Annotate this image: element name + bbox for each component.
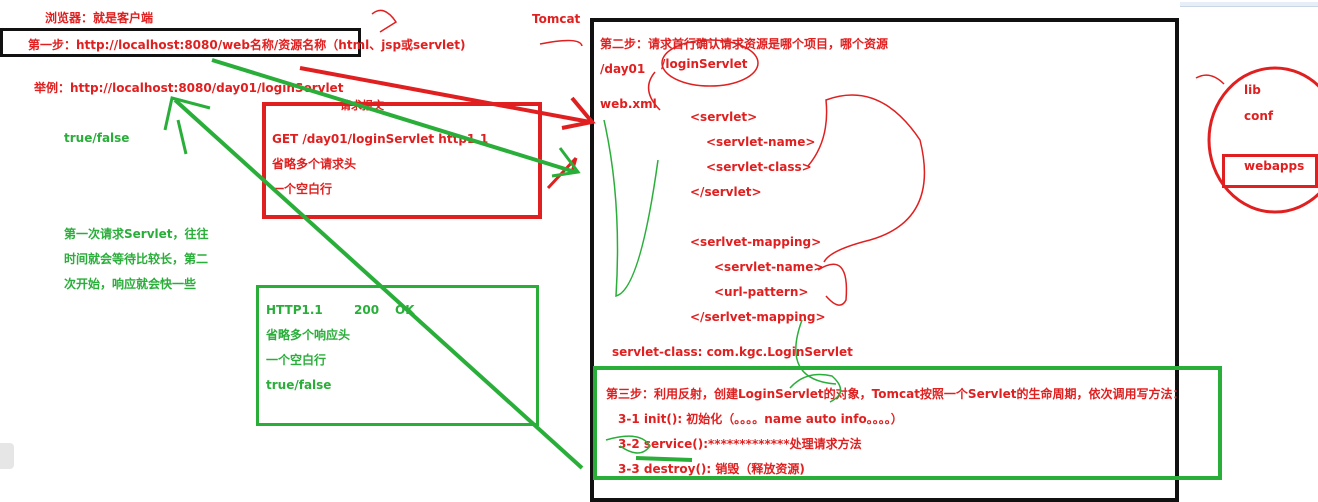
example-url: 举例：http://localhost:8080/day01/loginServ… xyxy=(34,81,344,95)
servlet-class-value: servlet-class: com.kgc.LoginServlet xyxy=(612,345,853,359)
xml-mapping-close: </serlvet-mapping> xyxy=(690,310,826,324)
response-headers: 省略多个响应头 xyxy=(266,328,351,342)
window-top-edge xyxy=(1180,2,1318,7)
browser-label: 浏览器：就是客户端 xyxy=(45,11,154,25)
response-box xyxy=(256,285,539,426)
response-blank-line: 一个空白行 xyxy=(266,353,327,367)
url-to-server-head xyxy=(551,147,581,178)
webxml-label: web.xml xyxy=(600,97,657,111)
mapping-loop xyxy=(807,94,926,263)
step1-box xyxy=(0,28,361,57)
dir-webapps: webapps xyxy=(1244,159,1305,173)
service-underline xyxy=(635,456,693,462)
true-false-arrow xyxy=(176,119,188,155)
path-project: /day01 xyxy=(600,62,646,76)
xml-servlet-name: <servlet-name> xyxy=(706,135,816,149)
response-code: 200 xyxy=(354,303,380,317)
resource-circle xyxy=(661,39,759,87)
note-line-3: 次开始，响应就会快一些 xyxy=(64,277,197,291)
dir-squiggle xyxy=(1195,74,1225,85)
project-link xyxy=(647,71,661,111)
step3-title: 第三步：利用反射，创建LoginServlet的对象，Tomcat按照一个Ser… xyxy=(606,387,1185,401)
dir-conf: conf xyxy=(1244,109,1274,123)
true-false-label: true/false xyxy=(64,131,130,145)
response-protocol: HTTP1.1 xyxy=(266,303,323,317)
tomcat-dirs-circle xyxy=(1207,66,1318,214)
webapps-box xyxy=(1222,154,1318,188)
mapping-mark xyxy=(795,319,837,385)
step2-text: 第二步：请求首行确认请求资源是哪个项目，哪个资源 xyxy=(600,37,889,51)
xml-servlet-open: <servlet> xyxy=(690,110,758,124)
xml-servlet-class: <servlet-class> xyxy=(706,160,812,174)
xml-mapping-servlet-name: <servlet-name> xyxy=(714,260,824,274)
request-blank-line: 一个空白行 xyxy=(272,182,333,196)
request-headers: 省略多个请求头 xyxy=(272,157,357,171)
tomcat-server-box xyxy=(590,18,1179,502)
xml-servlet-close: </servlet> xyxy=(690,185,762,199)
side-scroll-handle[interactable] xyxy=(0,443,14,469)
note-line-2: 时间就会等待比较长，第二 xyxy=(64,252,209,266)
step3-init: 3-1 init(): 初始化（。。。。name auto info。。。。） xyxy=(618,412,903,426)
note-line-1: 第一次请求Servlet，往往 xyxy=(64,227,209,241)
tomcat-squiggle xyxy=(539,39,583,47)
tomcat-label: Tomcat xyxy=(532,12,581,26)
response-arrow-head xyxy=(163,96,211,131)
path-resource: /loginServlet xyxy=(661,57,748,71)
request-arrow-head xyxy=(561,96,596,130)
url-to-server-arrow xyxy=(211,58,576,174)
response-arrow xyxy=(173,98,584,470)
loginservlet-mark xyxy=(789,373,842,403)
step3-box xyxy=(593,366,1222,480)
top-squiggle xyxy=(371,9,398,33)
xml-mapping-open: <serlvet-mapping> xyxy=(690,235,822,249)
request-arrow xyxy=(299,66,591,124)
dir-lib: lib xyxy=(1244,83,1261,97)
response-body: true/false xyxy=(266,378,332,392)
url-pattern-loop xyxy=(817,263,848,306)
step3-destroy: 3-3 destroy(): 销毁（释放资源) xyxy=(618,462,805,476)
step1-text: 第一步：http://localhost:8080/web名称/资源名称（htm… xyxy=(28,38,466,52)
webxml-bracket xyxy=(603,119,659,297)
xml-url-pattern: <url-pattern> xyxy=(714,285,809,299)
service-mark xyxy=(605,435,651,454)
request-line: GET /day01/loginServlet http1.1 xyxy=(272,132,489,146)
step3-service: 3-2 service():*************处理请求方法 xyxy=(618,437,862,451)
